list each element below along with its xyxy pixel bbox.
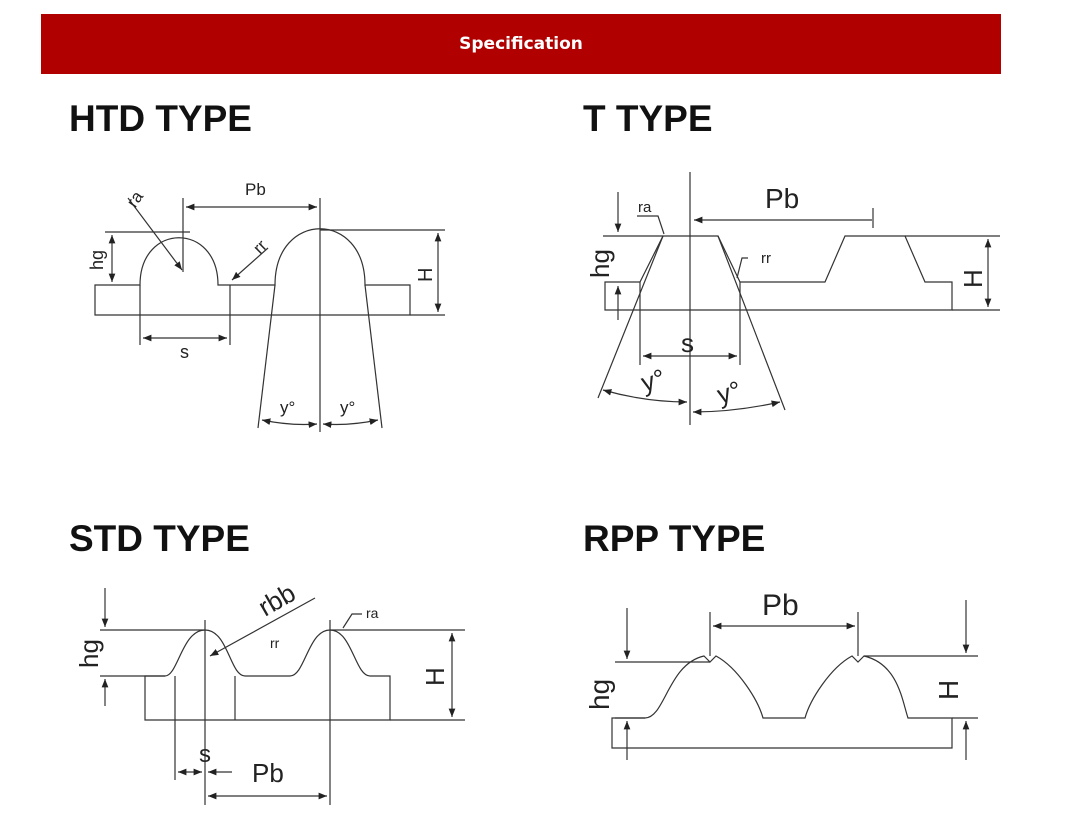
t-type-diagram xyxy=(597,172,1000,425)
htd-ra-leader xyxy=(127,197,183,271)
std-label-rr: rr xyxy=(270,635,280,651)
t-label-h: H xyxy=(958,269,988,288)
rpp-profile xyxy=(611,655,953,749)
htd-label-y-right: y° xyxy=(340,398,355,417)
rpp-label-pb: Pb xyxy=(762,589,799,622)
t-angle-left-arc xyxy=(602,389,688,406)
htd-label-ra: ra xyxy=(123,187,148,211)
std-label-rbb: rbb xyxy=(253,577,301,622)
std-label-s: s xyxy=(199,741,211,768)
t-profile xyxy=(604,235,953,311)
htd-labels: ra Pb rr hg H s y° y° xyxy=(87,180,437,417)
htd-label-s: s xyxy=(180,342,189,362)
t-label-rr: rr xyxy=(761,250,771,267)
std-label-h: H xyxy=(420,667,450,686)
htd-rr-leader xyxy=(231,247,269,281)
std-type-title: STD TYPE xyxy=(69,518,250,559)
rpp-label-h: H xyxy=(933,680,964,700)
t-angle-right-line xyxy=(717,235,786,411)
t-rr-leader xyxy=(736,257,748,279)
std-profile xyxy=(144,629,391,721)
std-rbb-leader xyxy=(209,597,316,657)
t-label-s: s xyxy=(681,328,694,358)
t-label-hg: hg xyxy=(585,249,615,278)
htd-type-diagram xyxy=(94,197,445,432)
banner-title: Specification xyxy=(459,34,583,54)
htd-profile xyxy=(94,228,411,316)
specification-banner: Specification xyxy=(41,14,1001,74)
t-label-y-left: y° xyxy=(638,363,668,398)
t-label-pb: Pb xyxy=(765,183,799,214)
htd-label-h: H xyxy=(415,268,437,282)
std-label-pb: Pb xyxy=(252,758,284,788)
htd-label-rr: rr xyxy=(249,236,271,258)
htd-angle-right-line xyxy=(364,284,383,429)
t-angle-left-line xyxy=(597,235,664,399)
t-label-y-right: y° xyxy=(714,375,744,410)
std-labels: rbb ra rr hg H s Pb xyxy=(74,577,450,788)
rpp-type-title: RPP TYPE xyxy=(583,518,766,559)
rpp-type-diagram xyxy=(611,600,978,760)
t-ra-leader xyxy=(637,215,665,235)
t-angle-right-arc xyxy=(692,400,781,416)
std-type-diagram xyxy=(100,588,465,805)
htd-label-pb: Pb xyxy=(245,180,266,199)
htd-label-y-left: y° xyxy=(280,398,295,417)
t-type-title: T TYPE xyxy=(583,98,713,139)
t-label-ra: ra xyxy=(638,199,652,216)
std-label-hg: hg xyxy=(74,639,104,668)
htd-angle-left-arc xyxy=(261,418,318,428)
std-label-ra: ra xyxy=(366,605,379,621)
htd-angle-right-arc xyxy=(322,418,379,428)
t-labels: ra Pb rr hg H s y° y° xyxy=(585,183,988,410)
htd-type-title: HTD TYPE xyxy=(69,98,252,139)
rpp-label-hg: hg xyxy=(584,679,615,710)
rpp-labels: Pb hg H xyxy=(584,589,964,710)
std-ra-leader xyxy=(342,613,362,629)
htd-angle-left-line xyxy=(257,284,276,429)
htd-label-hg: hg xyxy=(87,250,107,270)
